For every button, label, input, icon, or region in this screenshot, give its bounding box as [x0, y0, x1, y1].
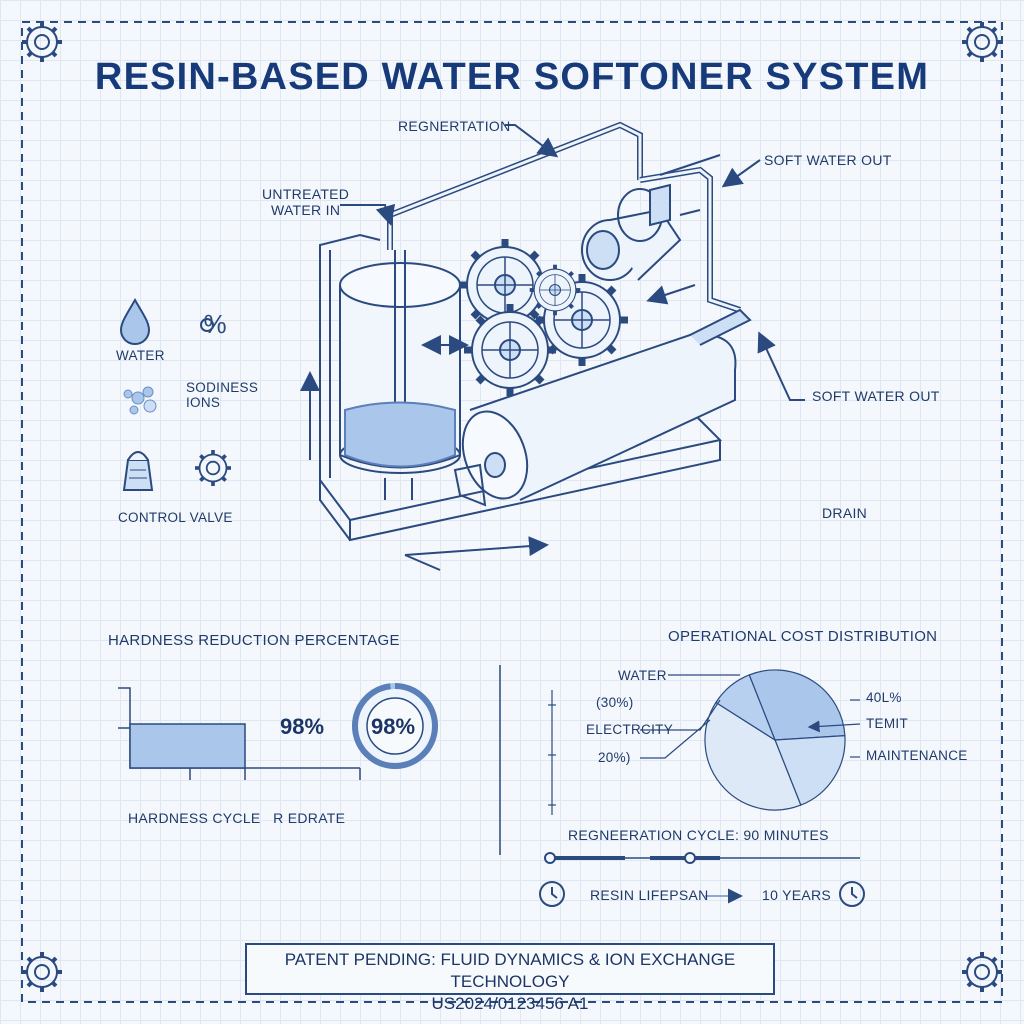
patent-line-1: PATENT PENDING: FLUID DYNAMICS & ION EXC…	[284, 950, 736, 991]
hardness-value: 98%	[280, 714, 325, 739]
hardness-title: HARDNESS REDUCTION PERCENTAGE	[108, 632, 400, 649]
legend-sodium-line-1: SODINESS	[186, 380, 259, 395]
corner-gear-icon	[960, 950, 1004, 994]
page-title: RESIN-BASED WATER SOFTONER SYSTEM	[94, 56, 930, 98]
pie-leaders	[640, 674, 861, 759]
pie-slice-electrcity	[774, 734, 846, 806]
clock-icon	[839, 881, 865, 907]
untreated-line-2: WATER IN	[270, 202, 341, 218]
hardness-ring-gauge	[352, 683, 438, 769]
pie-label-40: 40L%	[866, 690, 902, 705]
dashed-border	[21, 21, 1003, 1003]
soft-water-out-mid-label: SOFT WATER OUT	[812, 388, 940, 404]
pie-slice-temit	[704, 701, 802, 811]
percent-ions-icon: %	[200, 309, 227, 339]
soft-water-out-top-label: SOFT WATER OUT	[764, 152, 892, 168]
pie-label-temit: TEMIT	[866, 716, 908, 731]
resin-lifespan-label: RESIN LIFEPSAN	[590, 887, 709, 903]
svg-text:%: %	[203, 309, 226, 339]
water-drop-icon	[119, 297, 151, 345]
patent-line-2: US2024/0123456 A1	[431, 994, 589, 1013]
softener-schematic	[300, 121, 805, 571]
cost-pie-chart	[704, 669, 846, 811]
cost-title: OPERATIONAL COST DISTRIBUTION	[668, 628, 938, 645]
legend-control-valve-label: CONTROL VALVE	[118, 510, 233, 525]
control-valve-gear-icon	[193, 448, 233, 488]
hardness-ring-value: 98%	[371, 714, 416, 739]
pie-label-20: 20%)	[598, 750, 631, 765]
pie-slice-water	[748, 669, 846, 741]
legend-sodium-label: SODINESS IONS	[186, 380, 258, 410]
clock-icon	[539, 881, 565, 907]
resin-lifespan-value: 10 YEARS	[762, 887, 832, 903]
drain-label: DRAIN	[822, 505, 868, 521]
salt-shaker-icon	[122, 451, 154, 491]
legend-sodium-line-2: IONS	[186, 395, 221, 410]
untreated-water-label: UNTREATED WATER IN	[262, 186, 349, 218]
pie-slice-maintenance	[715, 674, 777, 742]
hardness-bar	[129, 723, 246, 769]
pie-label-electricity: ELECTRCITY	[586, 722, 674, 737]
untreated-line-1: UNTREATED	[262, 186, 350, 202]
pie-label-water: WATER	[618, 668, 667, 683]
pie-left-axis	[548, 690, 556, 815]
corner-gear-icon	[20, 950, 64, 994]
regeneration-label: REGNERTATION	[398, 118, 511, 134]
sodium-ions-icon	[123, 386, 157, 415]
pie-label-maintenance: MAINTENANCE	[866, 748, 968, 763]
regeneration-timeline	[544, 852, 860, 864]
legend-water-label: WATER	[116, 348, 165, 363]
pie-label-30: (30%)	[596, 695, 634, 710]
patent-box: PATENT PENDING: FLUID DYNAMICS & ION EXC…	[245, 943, 775, 1013]
regeneration-cycle-label: REGNEERATION CYCLE: 90 MINUTES	[568, 827, 829, 843]
hardness-xlabel: HARDNESS CYCLE R EDRATE	[128, 810, 346, 826]
